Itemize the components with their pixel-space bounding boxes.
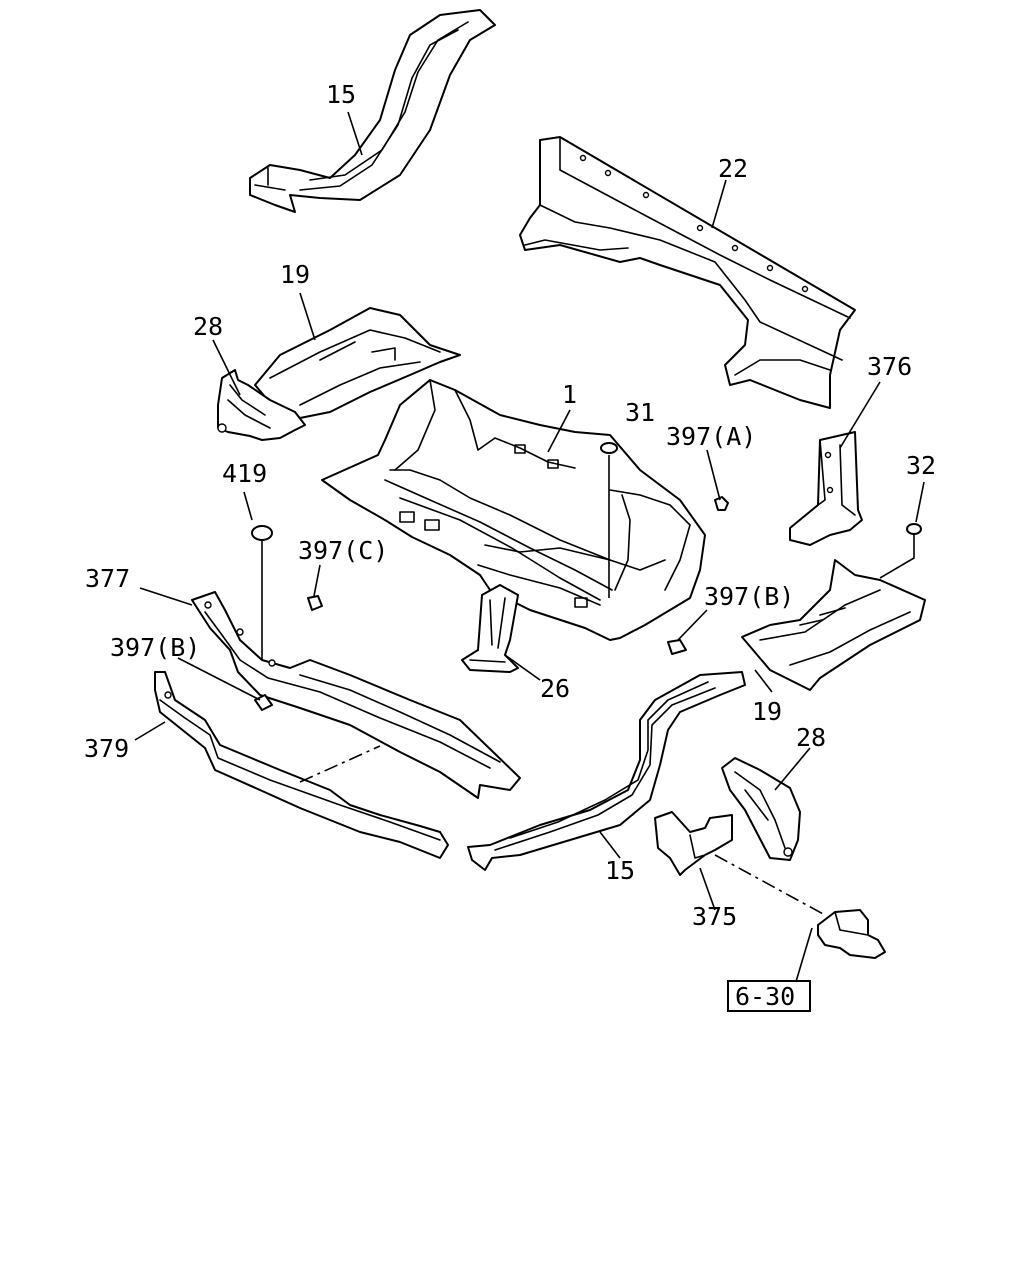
part-22-cross-member xyxy=(519,136,856,409)
label-375: 375 xyxy=(692,902,737,931)
label-19-top: 19 xyxy=(280,260,310,289)
leader-lines xyxy=(134,111,925,986)
label-397c: 397(C) xyxy=(298,536,388,565)
label-397b-left: 397(B) xyxy=(110,633,200,662)
label-397a: 397(A) xyxy=(666,422,756,451)
part-375-shield xyxy=(654,811,733,876)
part-26-support xyxy=(461,584,519,673)
part-397a-clip xyxy=(714,496,729,511)
part-15-top-rail xyxy=(249,9,496,213)
part-31-grommet xyxy=(600,442,618,598)
label-32: 32 xyxy=(906,451,936,480)
part-419-grommet xyxy=(251,525,273,660)
label-419: 419 xyxy=(222,459,267,488)
label-26: 26 xyxy=(540,674,570,703)
part-379-rail xyxy=(154,671,449,859)
part-32-grommet xyxy=(879,523,922,579)
part-6-30-component xyxy=(817,909,886,959)
label-1: 1 xyxy=(562,380,577,409)
reference-box-6-30: 6-30 xyxy=(727,980,811,1012)
leader-377-379 xyxy=(299,745,381,783)
label-15-top: 15 xyxy=(326,80,356,109)
part-19-top-floor-side xyxy=(254,307,461,419)
part-28-top-bracket xyxy=(217,369,306,441)
label-15-bottom: 15 xyxy=(605,856,635,885)
reference-label-6-30: 6-30 xyxy=(735,982,795,1011)
part-19-bottom-floor-side xyxy=(741,559,926,691)
part-397c-clip xyxy=(307,595,323,611)
label-379: 379 xyxy=(84,734,129,763)
label-22: 22 xyxy=(718,154,748,183)
label-376: 376 xyxy=(867,352,912,381)
label-28-top: 28 xyxy=(193,312,223,341)
label-28-bottom: 28 xyxy=(796,723,826,752)
part-376-bracket xyxy=(789,431,863,546)
label-397b-right: 397(B) xyxy=(704,582,794,611)
label-31: 31 xyxy=(625,398,655,427)
label-19-bottom: 19 xyxy=(752,697,782,726)
part-15-bottom-rail xyxy=(467,671,746,871)
callout-labels: 15 22 19 28 1 31 397(A) 376 32 419 397(C… xyxy=(84,80,936,931)
part-397b-right-clip xyxy=(667,639,687,655)
label-377: 377 xyxy=(85,564,130,593)
leader-375-6-30 xyxy=(714,854,826,916)
part-377-front-cross-member xyxy=(191,591,521,799)
